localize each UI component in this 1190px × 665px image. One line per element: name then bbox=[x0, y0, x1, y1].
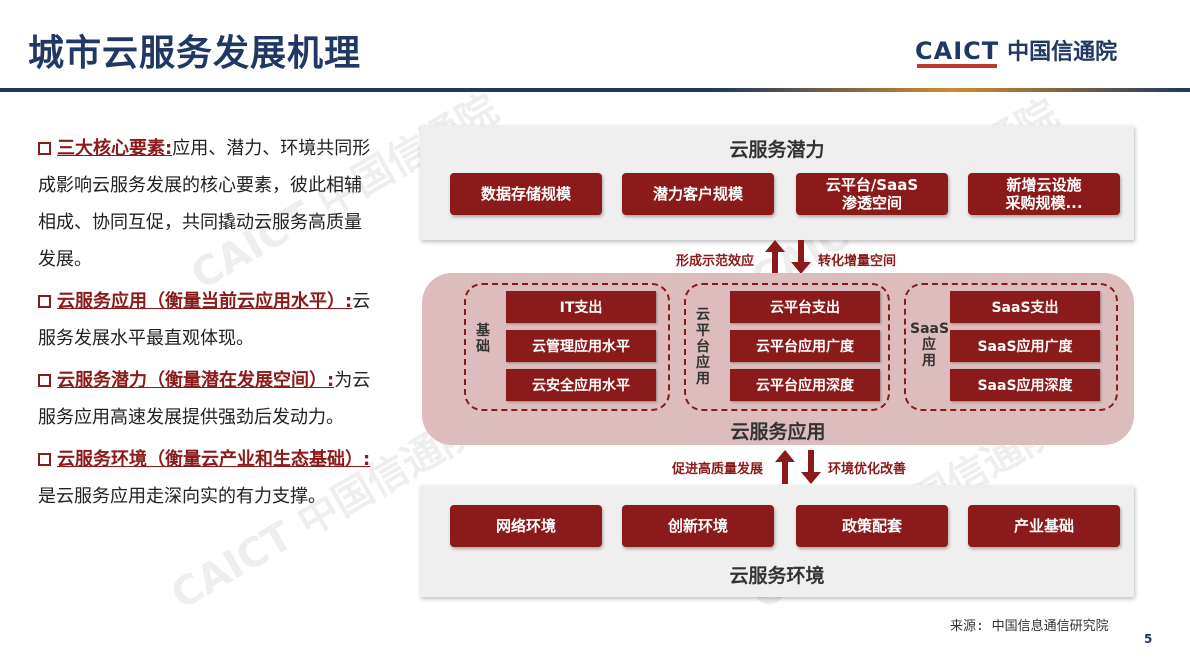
potential-panel: 云服务潜力 数据存储规模 潜力客户规模 云平台/SaaS 渗透空间 新增云设施 … bbox=[420, 125, 1134, 240]
arrow-label-up: 形成示范效应 bbox=[676, 254, 755, 269]
bullet-head: 云服务环境（衡量云产业和生态基础）: bbox=[57, 449, 371, 470]
environment-title: 云服务环境 bbox=[729, 565, 825, 587]
environment-item: 创新环境 bbox=[622, 505, 774, 547]
group-saas: SaaS 应 用 SaaS支出 SaaS应用广度 SaaS应用深度 bbox=[904, 283, 1118, 411]
bullet-body: 云服务发展水平最直观体现。 bbox=[38, 291, 371, 349]
environment-item: 产业基础 bbox=[968, 505, 1120, 547]
application-item: 云平台应用广度 bbox=[730, 330, 880, 362]
square-bullet-icon bbox=[38, 453, 51, 466]
arrow-label-up: 促进高质量发展 bbox=[672, 462, 764, 477]
square-bullet-icon bbox=[38, 374, 51, 387]
environment-item: 网络环境 bbox=[450, 505, 602, 547]
bullet-item: 云服务应用（衡量当前云应用水平）:云服务发展水平最直观体现。 bbox=[38, 283, 378, 357]
group-label: 基 础 bbox=[476, 323, 490, 355]
up-arrow-icon bbox=[765, 240, 785, 274]
source-note: 来源: 中国信息通信研究院 bbox=[950, 619, 1109, 634]
potential-item: 新增云设施 采购规模... bbox=[968, 173, 1120, 215]
potential-title: 云服务潜力 bbox=[729, 139, 825, 161]
logo-caict-text: CAICT bbox=[915, 37, 1000, 65]
bullet-head: 云服务潜力（衡量潜在发展空间）: bbox=[57, 370, 335, 391]
potential-item: 云平台/SaaS 渗透空间 bbox=[796, 173, 948, 215]
down-arrow-icon bbox=[801, 450, 821, 484]
bullet-item: 云服务潜力（衡量潜在发展空间）:为云服务应用高速发展提供强劲后发动力。 bbox=[38, 362, 378, 436]
application-panel: 基 础 IT支出 云管理应用水平 云安全应用水平 云 平 台 应 用 云平台支出… bbox=[422, 273, 1134, 445]
page-number: 5 bbox=[1144, 632, 1153, 646]
arrow-label-down: 环境优化改善 bbox=[828, 462, 907, 477]
bullet-body: 应用、潜力、环境共同形成影响云服务发展的核心要素，彼此相辅相成、协同互促，共同撬… bbox=[38, 138, 371, 270]
header-divider bbox=[0, 88, 1190, 92]
application-item: 云管理应用水平 bbox=[506, 330, 656, 362]
arrow-label-down: 转化增量空间 bbox=[818, 254, 897, 269]
environment-panel: 网络环境 创新环境 政策配套 产业基础 云服务环境 bbox=[420, 485, 1134, 597]
square-bullet-icon bbox=[38, 295, 51, 308]
application-item: SaaS支出 bbox=[950, 291, 1100, 323]
bullet-body: 为云服务应用高速发展提供强劲后发动力。 bbox=[38, 370, 371, 428]
application-item: SaaS应用深度 bbox=[950, 369, 1100, 401]
bullet-body: 是云服务应用走深向实的有力支撑。 bbox=[38, 486, 326, 507]
group-label: 云 平 台 应 用 bbox=[696, 307, 710, 387]
potential-item: 数据存储规模 bbox=[450, 173, 602, 215]
up-arrow-icon bbox=[775, 450, 795, 484]
application-item: SaaS应用广度 bbox=[950, 330, 1100, 362]
application-item: 云平台支出 bbox=[730, 291, 880, 323]
application-item: IT支出 bbox=[506, 291, 656, 323]
logo-underline bbox=[917, 64, 997, 68]
group-label: SaaS 应 用 bbox=[910, 321, 950, 369]
square-bullet-icon bbox=[38, 142, 51, 155]
environment-item: 政策配套 bbox=[796, 505, 948, 547]
logo-cn-text: 中国信通院 bbox=[1007, 40, 1118, 65]
down-arrow-icon bbox=[791, 240, 811, 274]
caict-logo: CAICT 中国信通院 bbox=[915, 34, 1117, 66]
bullet-item: 云服务环境（衡量云产业和生态基础）: 是云服务应用走深向实的有力支撑。 bbox=[38, 441, 378, 515]
bullet-head: 三大核心要素: bbox=[57, 138, 173, 159]
application-item: 云平台应用深度 bbox=[730, 369, 880, 401]
group-cloud-platform: 云 平 台 应 用 云平台支出 云平台应用广度 云平台应用深度 bbox=[684, 283, 890, 411]
potential-item: 潜力客户规模 bbox=[622, 173, 774, 215]
bullet-item: 三大核心要素:应用、潜力、环境共同形成影响云服务发展的核心要素，彼此相辅相成、协… bbox=[38, 130, 378, 278]
left-text-column: 三大核心要素:应用、潜力、环境共同形成影响云服务发展的核心要素，彼此相辅相成、协… bbox=[38, 130, 378, 515]
bullet-head: 云服务应用（衡量当前云应用水平）: bbox=[57, 291, 353, 312]
page-title: 城市云服务发展机理 bbox=[28, 33, 362, 74]
application-item: 云安全应用水平 bbox=[506, 369, 656, 401]
application-title: 云服务应用 bbox=[730, 421, 826, 443]
group-basic: 基 础 IT支出 云管理应用水平 云安全应用水平 bbox=[464, 283, 670, 411]
